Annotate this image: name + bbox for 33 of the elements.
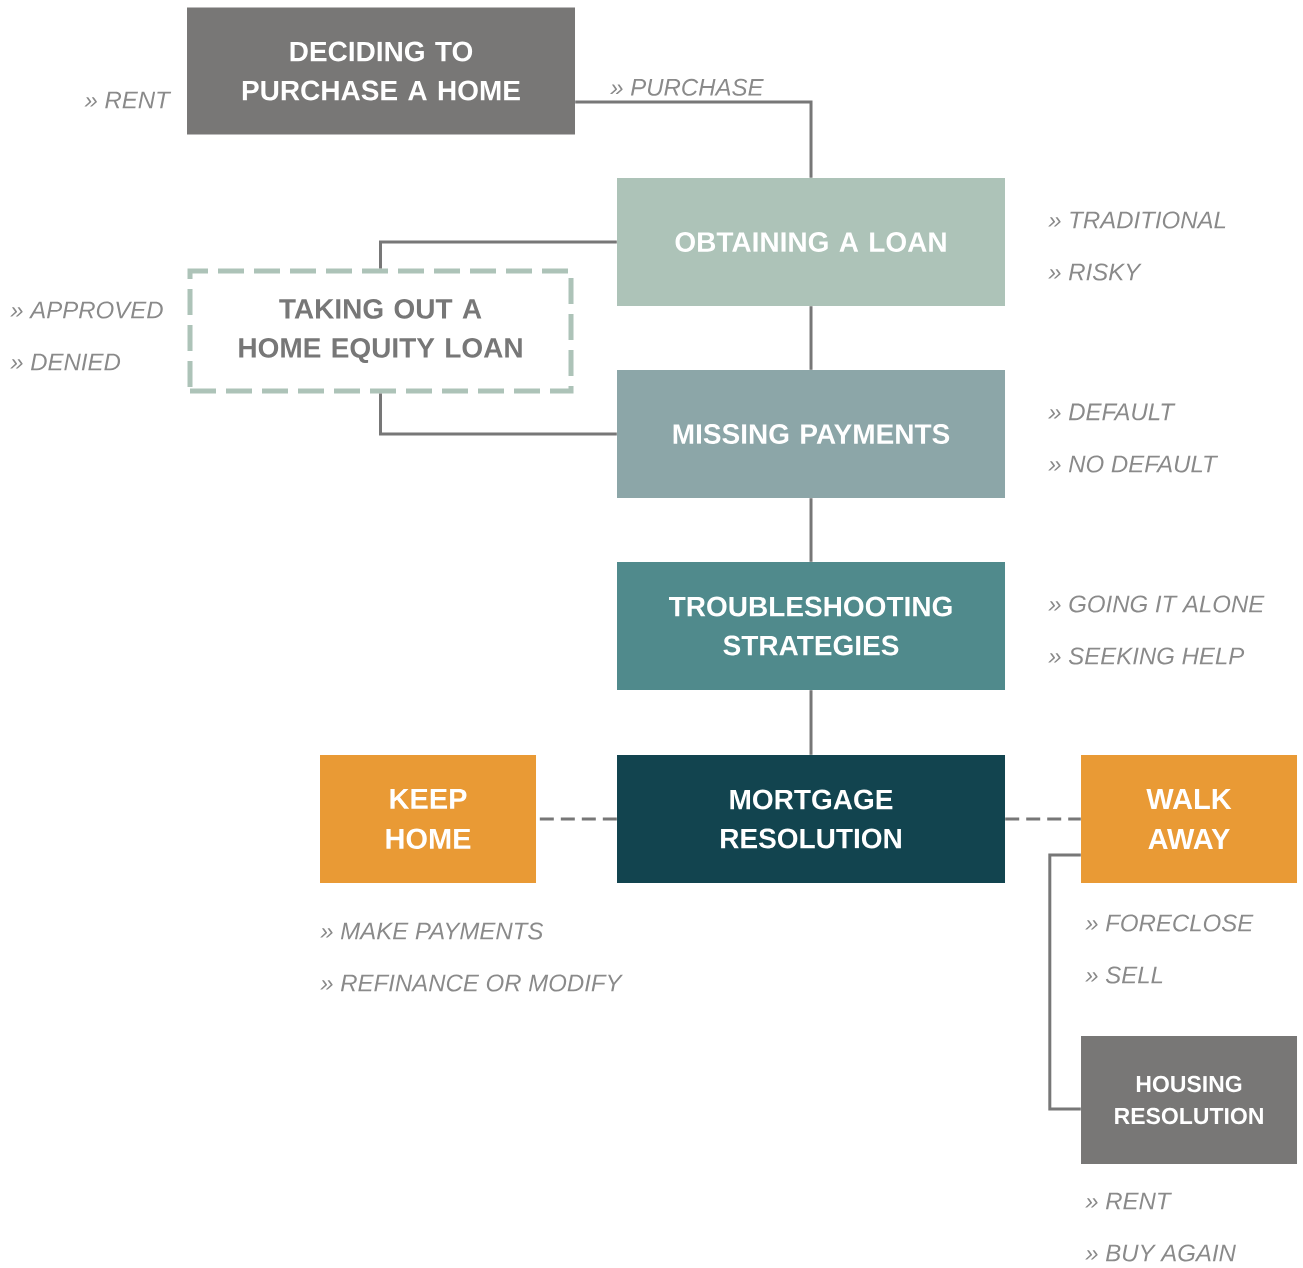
process-box: OBTAINING A LOAN <box>617 178 1005 306</box>
side-note: » RENT <box>1085 1192 1172 1210</box>
side-note: » REFINANCE OR MODIFY <box>320 974 623 992</box>
connector <box>379 393 617 436</box>
side-note: » MAKE PAYMENTS <box>320 922 544 940</box>
side-note: » RENT <box>84 91 172 109</box>
connector <box>809 498 813 562</box>
side-note: » SELL <box>1085 966 1163 984</box>
outcome-box: KEEP HOME <box>320 755 536 883</box>
side-note: » FORECLOSE <box>1085 914 1254 932</box>
side-note: » DEFAULT <box>1048 403 1176 421</box>
process-box: HOUSING RESOLUTION <box>1081 1036 1297 1164</box>
process-box: MORTGAGE RESOLUTION <box>617 755 1005 883</box>
connector <box>809 306 813 370</box>
process-box: MISSING PAYMENTS <box>617 370 1005 498</box>
side-note: » APPROVED <box>10 301 163 319</box>
side-note: » BUY AGAIN <box>1085 1244 1236 1262</box>
side-note: » SEEKING HELP <box>1048 647 1245 665</box>
side-note: » RISKY <box>1048 263 1142 281</box>
side-note: » TRADITIONAL <box>1048 211 1226 229</box>
side-note: » DENIED <box>10 353 121 371</box>
edge-label: » PURCHASE <box>610 78 764 96</box>
outcome-box: WALK AWAY <box>1081 755 1297 883</box>
process-box: TROUBLESHOOTING STRATEGIES <box>617 562 1005 690</box>
process-box: DECIDING TO PURCHASE A HOME <box>187 7 575 135</box>
connector <box>379 240 617 269</box>
side-note: » NO DEFAULT <box>1048 455 1219 473</box>
optional-box: TAKING OUT A HOME EQUITY LOAN <box>187 268 574 394</box>
connector <box>575 100 813 178</box>
connector <box>1048 853 1081 1111</box>
connector <box>809 690 813 755</box>
connector <box>1005 817 1081 821</box>
side-note: » GOING IT ALONE <box>1048 595 1265 613</box>
